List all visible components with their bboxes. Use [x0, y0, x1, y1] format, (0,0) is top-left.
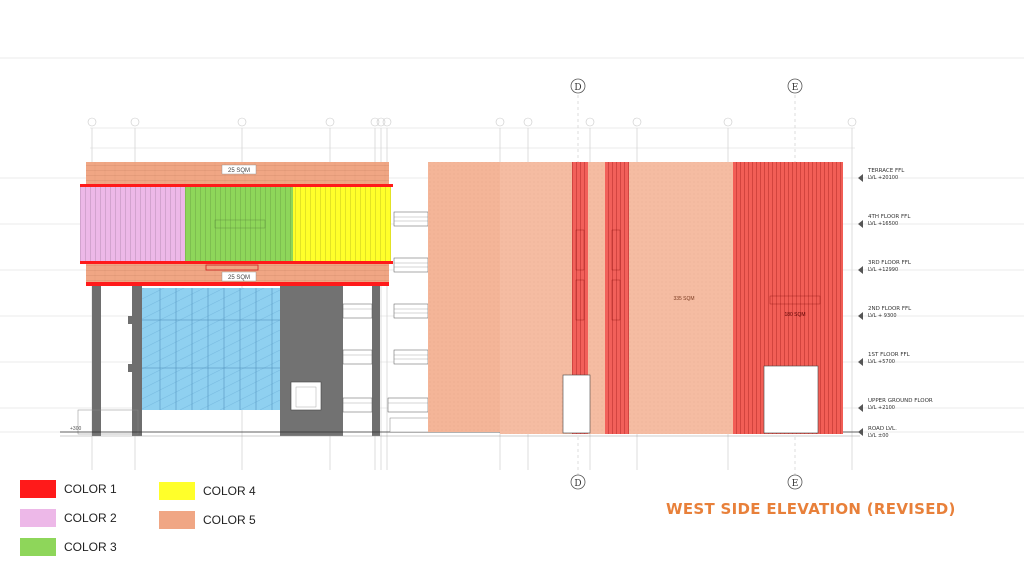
drawing-title: WEST SIDE ELEVATION (REVISED): [666, 500, 956, 518]
svg-text:ROAD LVL.: ROAD LVL.: [868, 426, 897, 432]
legend-label-color1: COLOR 1: [64, 482, 117, 496]
red-band-bottom: [86, 282, 389, 286]
column-right: [372, 286, 380, 436]
mid-area-tag: [221, 271, 257, 282]
svg-text:LVL +2100: LVL +2100: [868, 405, 895, 411]
svg-text:D: D: [574, 83, 581, 93]
svg-text:LVL +5700: LVL +5700: [868, 359, 895, 365]
level-4th: 4TH FLOOR FFL LVL +16500: [858, 214, 911, 228]
red-band-top: [80, 184, 393, 187]
top-area-label: 25 SQM: [228, 168, 250, 174]
legend-item-color5: COLOR 5: [159, 511, 256, 529]
legend-label-color5: COLOR 5: [203, 513, 256, 527]
grid-marker-d-bottom: D: [570, 474, 586, 490]
svg-text:1ST FLOOR FFL: 1ST FLOOR FFL: [868, 352, 911, 358]
panel-color3-tag: [214, 219, 266, 229]
legend-item-color4: COLOR 4: [159, 482, 256, 500]
svg-text:LVL ±00: LVL ±00: [868, 433, 889, 439]
level-2nd: 2ND FLOOR FFL LVL + 9300: [858, 306, 912, 320]
core-door: [290, 381, 322, 411]
legend-label-color3: COLOR 3: [64, 540, 117, 554]
level-road: ROAD LVL. LVL ±00: [858, 426, 897, 439]
balcony-railings: [342, 211, 429, 413]
grid-marker-e-bottom: E: [787, 474, 803, 490]
legend-label-color2: COLOR 2: [64, 511, 117, 525]
legend-swatch-color5: [159, 511, 195, 529]
salmon-area-label: 335 SQM: [673, 296, 694, 302]
legend-item-color2: COLOR 2: [20, 509, 117, 527]
level-upper-ground: UPPER GROUND FLOOR LVL +2100: [858, 398, 933, 412]
legend-swatch-color4: [159, 482, 195, 500]
legend-label-color4: COLOR 4: [203, 484, 256, 498]
color-legend: COLOR 1 COLOR 2 COLOR 3 COLOR 4 COLOR 5: [20, 480, 320, 570]
svg-text:LVL +20100: LVL +20100: [868, 175, 898, 181]
svg-text:LVL +12990: LVL +12990: [868, 267, 898, 273]
glass-mullions: [142, 288, 280, 410]
mid-area-label: 25 SQM: [228, 275, 250, 281]
level-terrace: TERRACE FFL LVL +20100: [858, 168, 905, 182]
plinth: [77, 409, 139, 435]
red-band-mid: [80, 261, 393, 264]
legend-item-color1: COLOR 1: [20, 480, 117, 498]
svg-text:4TH FLOOR FFL: 4TH FLOOR FFL: [868, 214, 911, 220]
column-left: [92, 286, 101, 436]
plinth-level-label: +300: [70, 426, 81, 432]
level-markers: TERRACE FFL LVL +20100 4TH FLOOR FFL LVL…: [858, 168, 933, 439]
svg-text:E: E: [792, 83, 799, 93]
svg-text:TERRACE FFL: TERRACE FFL: [867, 168, 905, 174]
level-3rd: 3RD FLOOR FFL LVL +12990: [858, 260, 912, 274]
door-right-block-2: [763, 365, 819, 434]
column-inner-left: [132, 286, 142, 436]
svg-text:2ND FLOOR FFL: 2ND FLOOR FFL: [868, 306, 912, 312]
svg-text:UPPER GROUND FLOOR: UPPER GROUND FLOOR: [868, 398, 933, 404]
legend-item-color3: COLOR 3: [20, 538, 117, 556]
red-area-label: 180 SQM: [784, 312, 805, 318]
svg-text:LVL +16500: LVL +16500: [868, 221, 898, 227]
mid-area-tag-outline: [205, 264, 259, 271]
svg-text:D: D: [574, 479, 581, 489]
legend-swatch-color1: [20, 480, 56, 498]
door-right-block-1: [562, 374, 591, 434]
svg-text:LVL + 9300: LVL + 9300: [868, 313, 897, 319]
top-area-tag: [221, 164, 257, 175]
legend-swatch-color2: [20, 509, 56, 527]
railing-bars: [343, 216, 428, 404]
grid-marker-d-top: D: [570, 78, 586, 94]
legend-swatch-color3: [20, 538, 56, 556]
svg-text:E: E: [792, 479, 799, 489]
level-1st: 1ST FLOOR FFL LVL +5700: [858, 352, 911, 366]
svg-text:3RD FLOOR FFL: 3RD FLOOR FFL: [868, 260, 912, 266]
grid-marker-e-top: E: [787, 78, 803, 94]
core-wall: [280, 286, 343, 436]
